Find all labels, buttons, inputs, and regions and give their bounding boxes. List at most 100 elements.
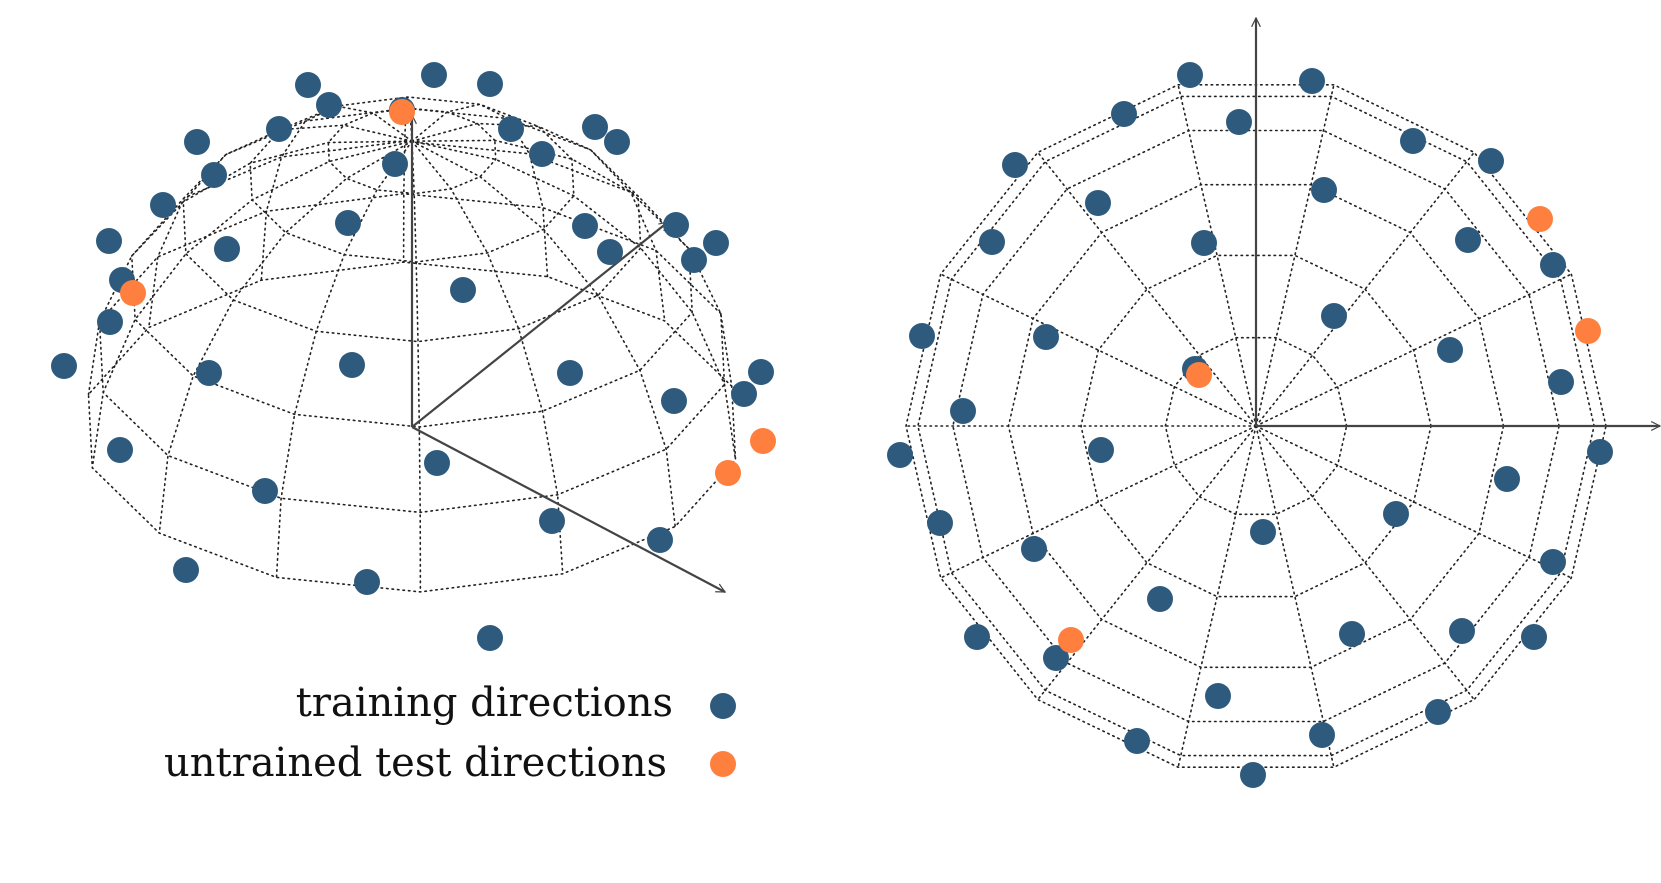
training-direction-point (1177, 62, 1203, 88)
training-direction-point (295, 72, 321, 98)
longitude-line (411, 140, 676, 528)
training-directions-marker-icon (710, 693, 736, 719)
longitude-line (939, 425, 1257, 579)
training-direction-point (266, 116, 292, 142)
training-direction-point (1521, 624, 1547, 650)
training-direction-point (1088, 437, 1114, 463)
top-sphere-view (887, 18, 1660, 788)
training-direction-point (173, 557, 199, 583)
training-direction-point (927, 510, 953, 536)
longitude-line (91, 140, 413, 469)
training-direction-point (1540, 252, 1566, 278)
training-direction-point (1449, 618, 1475, 644)
training-direction-point (51, 353, 77, 379)
training-direction-point (731, 381, 757, 407)
longitude-line (411, 140, 422, 593)
training-direction-point (1478, 148, 1504, 174)
untrained-test-direction-point (1527, 206, 1553, 232)
longitude-line (411, 103, 549, 278)
training-direction-point (252, 478, 278, 504)
longitude-line (1255, 425, 1335, 768)
longitude-line (275, 140, 413, 579)
sphere-wireframe-grid (905, 84, 1607, 768)
coordinate-axes (1256, 18, 1660, 426)
longitude-line (87, 140, 413, 396)
longitude-line (148, 124, 413, 329)
training-direction-point (604, 129, 630, 155)
training-direction-point (1043, 645, 1069, 671)
longitude-line (411, 140, 564, 575)
training-direction-point (1299, 68, 1325, 94)
training-direction-point (214, 236, 240, 262)
training-direction-point (1085, 190, 1111, 216)
training-direction-point (96, 228, 122, 254)
training-direction-point (1437, 337, 1463, 363)
training-direction-point (572, 213, 598, 239)
untrained-test-direction-point (715, 460, 741, 486)
coordinate-axes (411, 115, 725, 593)
longitude-line (411, 140, 737, 461)
latitude-ring (952, 129, 1560, 723)
training-direction-point (1400, 128, 1426, 154)
training-direction-point (477, 625, 503, 651)
longitude-line (1037, 151, 1257, 427)
training-direction-point (450, 277, 476, 303)
untrained-test-direction-point (389, 99, 415, 125)
legend: training directions untrained test direc… (164, 680, 736, 786)
training-direction-point (477, 71, 503, 97)
training-direction-point (1191, 230, 1217, 256)
direction-points (887, 62, 1613, 788)
axis-arrow-diagonal (411, 221, 668, 428)
training-direction-point (1250, 519, 1276, 545)
training-direction-point (335, 210, 361, 236)
axis-arrow-lower-right (411, 426, 725, 593)
longitude-line (1177, 425, 1257, 768)
longitude-line (411, 122, 666, 322)
training-direction-point (887, 442, 913, 468)
training-direction-point (196, 360, 222, 386)
longitude-line (939, 273, 1257, 427)
longitude-line (1255, 425, 1573, 579)
latitude-ring (327, 107, 497, 195)
legend-label-training: training directions (296, 680, 673, 726)
training-direction-point (539, 508, 565, 534)
training-direction-point (1033, 324, 1059, 350)
longitude-line (411, 139, 733, 387)
training-direction-point (681, 247, 707, 273)
training-direction-point (1111, 101, 1137, 127)
training-direction-point (1147, 586, 1173, 612)
training-direction-point (703, 230, 729, 256)
perspective-sphere-view (51, 62, 776, 651)
latitude-ring (130, 140, 694, 428)
longitude-line (158, 140, 413, 534)
training-direction-point (1205, 683, 1231, 709)
training-direction-point (950, 398, 976, 424)
legend-entry-test: untrained test directions (164, 740, 736, 786)
training-direction-point (909, 323, 935, 349)
training-direction-point (663, 212, 689, 238)
training-direction-point (1321, 303, 1347, 329)
untrained-test-direction-point (1186, 362, 1212, 388)
training-direction-point (964, 624, 990, 650)
training-direction-point (597, 239, 623, 265)
untrained-test-directions-marker-icon (710, 751, 736, 777)
latitude-ring (905, 84, 1607, 768)
training-direction-point (201, 162, 227, 188)
training-direction-point (1339, 621, 1365, 647)
training-direction-point (354, 569, 380, 595)
training-direction-point (316, 92, 342, 118)
longitude-line (1255, 425, 1475, 701)
training-direction-point (1455, 227, 1481, 253)
training-direction-point (421, 62, 447, 88)
training-direction-point (1383, 501, 1409, 527)
training-direction-point (529, 141, 555, 167)
training-direction-point (1226, 109, 1252, 135)
training-direction-point (748, 359, 774, 385)
longitude-line (1037, 425, 1257, 701)
training-direction-point (661, 388, 687, 414)
training-direction-point (1540, 549, 1566, 575)
untrained-test-direction-point (750, 428, 776, 454)
training-direction-point (1124, 728, 1150, 754)
longitude-line (1177, 84, 1257, 427)
